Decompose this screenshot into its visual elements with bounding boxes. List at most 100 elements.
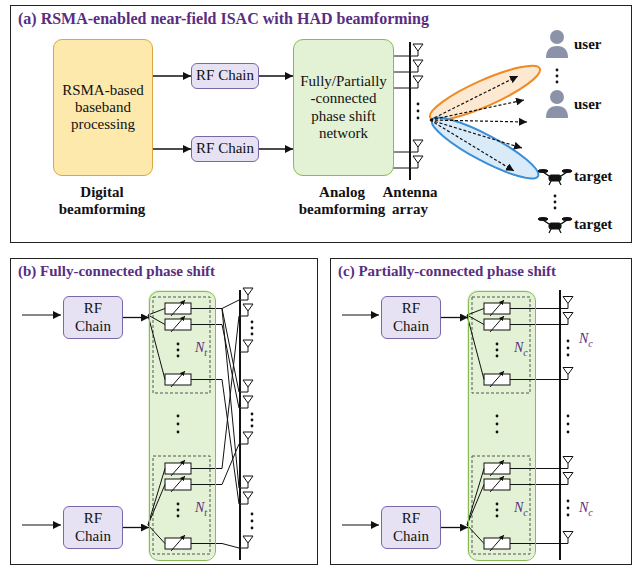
phase-shifter-arrow	[490, 300, 504, 316]
antenna-symbol	[410, 60, 423, 72]
ellipsis-dot	[496, 509, 499, 512]
wire	[222, 309, 239, 393]
wire	[215, 300, 239, 309]
antenna-symbol	[410, 140, 423, 152]
ellipsis-dot	[251, 425, 254, 428]
rf-chain-box: RF Chain	[191, 63, 259, 89]
antenna-symbol	[240, 380, 253, 392]
signal-arrow	[259, 75, 293, 76]
ellipsis-dot	[567, 514, 570, 517]
ellipsis-dot	[567, 423, 570, 426]
antenna-symbol	[240, 304, 253, 316]
wire	[215, 544, 239, 549]
antenna-symbol	[560, 313, 573, 325]
ellipsis-dot	[177, 423, 180, 426]
antenna-symbol	[240, 396, 253, 408]
box-text: RF Chain	[386, 510, 436, 545]
ellipsis-dot	[496, 431, 499, 434]
phase-shift-network-box: Fully/Partially -connected phase shift n…	[293, 39, 394, 176]
wire	[393, 168, 410, 169]
wire	[510, 308, 535, 309]
wire	[148, 485, 165, 526]
wire	[535, 484, 560, 485]
wire	[467, 469, 484, 526]
beam-arrows	[430, 76, 527, 171]
antenna-symbol	[560, 532, 573, 544]
ellipsis-dot	[417, 117, 420, 120]
phase-shifter-arrow	[171, 300, 185, 316]
ellipsis-dot	[496, 423, 499, 426]
wire	[409, 42, 411, 180]
wire	[467, 315, 484, 380]
wire	[535, 543, 560, 544]
ellipsis-dot	[251, 520, 254, 523]
ellipsis-dot	[496, 355, 499, 358]
wire	[535, 379, 560, 380]
panel: (b) Fully-connected phase shiftRF ChainR…	[10, 258, 318, 565]
signal-arrow	[441, 317, 468, 318]
ellipsis-dot	[567, 415, 570, 418]
ellipsis-dot	[496, 343, 499, 346]
wire	[215, 380, 239, 505]
ellipsis-dot	[177, 355, 180, 358]
phase-shifter-arrow	[490, 316, 504, 332]
wire	[191, 484, 215, 485]
antenna-symbol	[240, 476, 253, 488]
box-text: RF Chain	[196, 67, 254, 84]
element-count: Nt	[195, 340, 207, 358]
panel-title: (a) RSMA-enabled near-field ISAC with HA…	[18, 10, 429, 28]
ellipsis-dot	[567, 354, 570, 357]
signal-arrow	[153, 148, 191, 149]
wire	[148, 525, 165, 544]
wire	[467, 485, 484, 526]
wire	[191, 543, 215, 544]
ellipsis-dot	[496, 503, 499, 506]
wire	[535, 324, 560, 325]
rf-chain-box: RF Chain	[191, 136, 259, 162]
antenna-symbol	[560, 473, 573, 485]
wire	[535, 468, 560, 469]
wire	[393, 88, 410, 89]
antenna-symbol	[240, 288, 253, 300]
ellipsis-dot	[177, 431, 180, 434]
ellipsis-dot	[251, 327, 254, 330]
wire	[559, 290, 561, 560]
wire	[191, 379, 215, 380]
wire	[191, 324, 215, 325]
ellipsis-dot	[567, 431, 570, 434]
antenna-symbol	[240, 492, 253, 504]
ellipsis-dot	[496, 415, 499, 418]
ellipsis-dot	[567, 347, 570, 350]
wire	[239, 290, 241, 560]
antenna-symbol	[560, 368, 573, 380]
wire	[510, 543, 535, 544]
caption: Antenna array	[372, 184, 448, 219]
ellipsis-dot	[177, 415, 180, 418]
baseband-box: RSMA-based baseband processing	[53, 39, 153, 176]
ellipsis-dot	[177, 509, 180, 512]
wire	[535, 308, 560, 309]
target-beam	[426, 108, 544, 187]
ellipsis-dot	[567, 340, 570, 343]
wire	[148, 309, 165, 316]
ellipsis-dot	[251, 513, 254, 516]
ellipsis-dot	[251, 527, 254, 530]
phase-shifter-arrow	[171, 371, 185, 387]
phase-shifter-network: NcNc	[468, 291, 536, 561]
box-text: Fully/Partially -connected phase shift n…	[298, 73, 389, 142]
wire	[510, 484, 535, 485]
ellipsis-dot	[417, 103, 420, 106]
target-drones	[538, 170, 572, 234]
wire	[148, 469, 165, 526]
wire	[393, 152, 410, 153]
wire	[510, 468, 535, 469]
wire	[467, 525, 484, 544]
user-label: user	[574, 96, 602, 113]
wire	[22, 314, 61, 315]
phase-shifter-network: NtNt	[149, 291, 216, 561]
ellipsis-dot	[177, 343, 180, 346]
antenna-symbol	[560, 457, 573, 469]
phase-shifter-arrow	[171, 535, 185, 551]
phase-shifter-arrow	[490, 476, 504, 492]
beams	[425, 57, 545, 188]
